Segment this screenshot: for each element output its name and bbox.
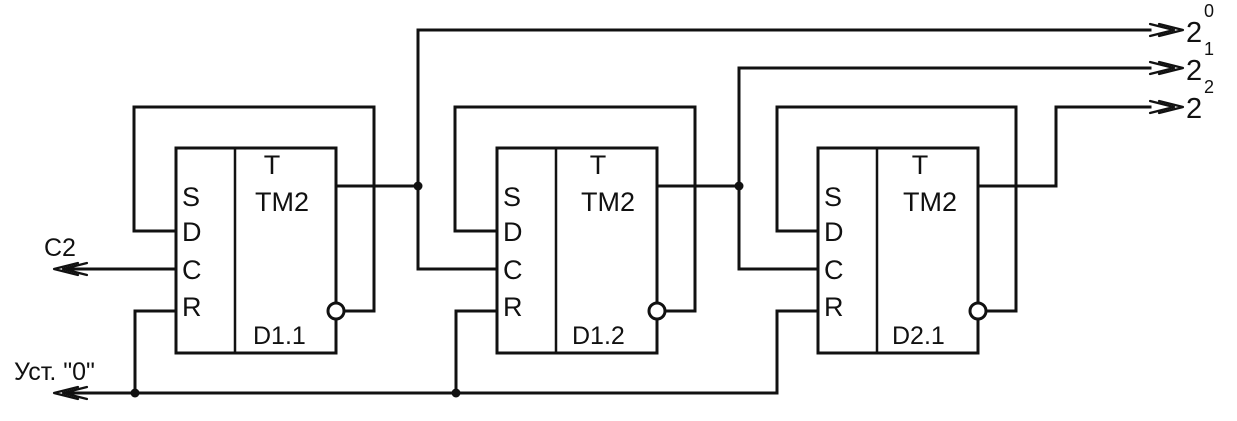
output-wire-2-0	[416, 28, 1152, 188]
pin-d-label: D	[503, 217, 523, 247]
pin-s-label: S	[182, 182, 200, 212]
clock-input-label: C2	[44, 234, 76, 262]
flipflop-designator: D1.2	[572, 322, 625, 350]
reset-wire-d1-2	[454, 309, 499, 395]
flipflop-d1-1: S D C R T TM2 D1.1	[174, 146, 346, 355]
feedback-wire-d2-1	[775, 105, 1018, 313]
junction-dot	[413, 181, 423, 191]
pin-c-label: C	[182, 255, 202, 285]
flipflop-designator: D1.1	[253, 322, 306, 350]
inverted-output-bubble	[647, 301, 667, 321]
output-label-base: 2	[1186, 17, 1202, 49]
junction-dot	[130, 388, 140, 398]
output-label-base: 2	[1186, 93, 1202, 125]
output-wire-2-2	[976, 105, 1152, 188]
reset-input-label: Уст. "0"	[14, 358, 95, 386]
output-wire-2-1	[737, 66, 1152, 188]
flipflop-type-label: T	[912, 150, 929, 180]
output-label-exponent: 2	[1204, 77, 1214, 97]
clock-wire-d2-1	[737, 184, 820, 271]
pin-c-label: C	[824, 255, 844, 285]
flipflop-d1-2: S D C R T TM2 D1.2	[495, 146, 667, 355]
reset-input-arrow	[52, 385, 89, 401]
junction-dot	[734, 181, 744, 191]
inverted-output-bubble	[326, 301, 346, 321]
flipflop-model-label: TM2	[903, 187, 957, 217]
flipflop-type-label: T	[590, 150, 607, 180]
output-label-exponent: 0	[1204, 1, 1214, 21]
output-label-exponent: 1	[1204, 39, 1214, 59]
flipflop-body	[495, 146, 659, 355]
flipflop-designator: D2.1	[892, 322, 945, 350]
reset-wire-d1-1	[133, 309, 178, 395]
output-arrow-2-2	[1148, 99, 1185, 115]
pin-r-label: R	[182, 292, 202, 322]
junction-dot	[451, 388, 461, 398]
pin-d-label: D	[182, 217, 202, 247]
feedback-wire-d1-1	[132, 105, 376, 313]
output-arrow-2-0	[1148, 22, 1185, 38]
pin-r-label: R	[503, 292, 523, 322]
pin-d-label: D	[824, 217, 844, 247]
pin-r-label: R	[824, 292, 844, 322]
clock-input-arrow	[52, 261, 89, 277]
feedback-wire-d1-2	[453, 105, 697, 313]
flipflop-d2-1: S D C R T TM2 D2.1	[816, 146, 988, 355]
pin-s-label: S	[503, 182, 521, 212]
reset-wire-d2-1	[775, 309, 820, 395]
output-label-base: 2	[1186, 55, 1202, 87]
output-arrow-2-1	[1148, 60, 1185, 76]
flipflop-type-label: T	[264, 150, 281, 180]
flipflop-model-label: TM2	[255, 187, 309, 217]
pin-s-label: S	[824, 182, 842, 212]
clock-wire-d1-2	[416, 184, 499, 271]
flipflop-body	[816, 146, 980, 355]
flipflop-body	[174, 146, 338, 355]
flipflop-model-label: TM2	[581, 187, 635, 217]
pin-c-label: C	[503, 255, 523, 285]
inverted-output-bubble	[968, 301, 988, 321]
